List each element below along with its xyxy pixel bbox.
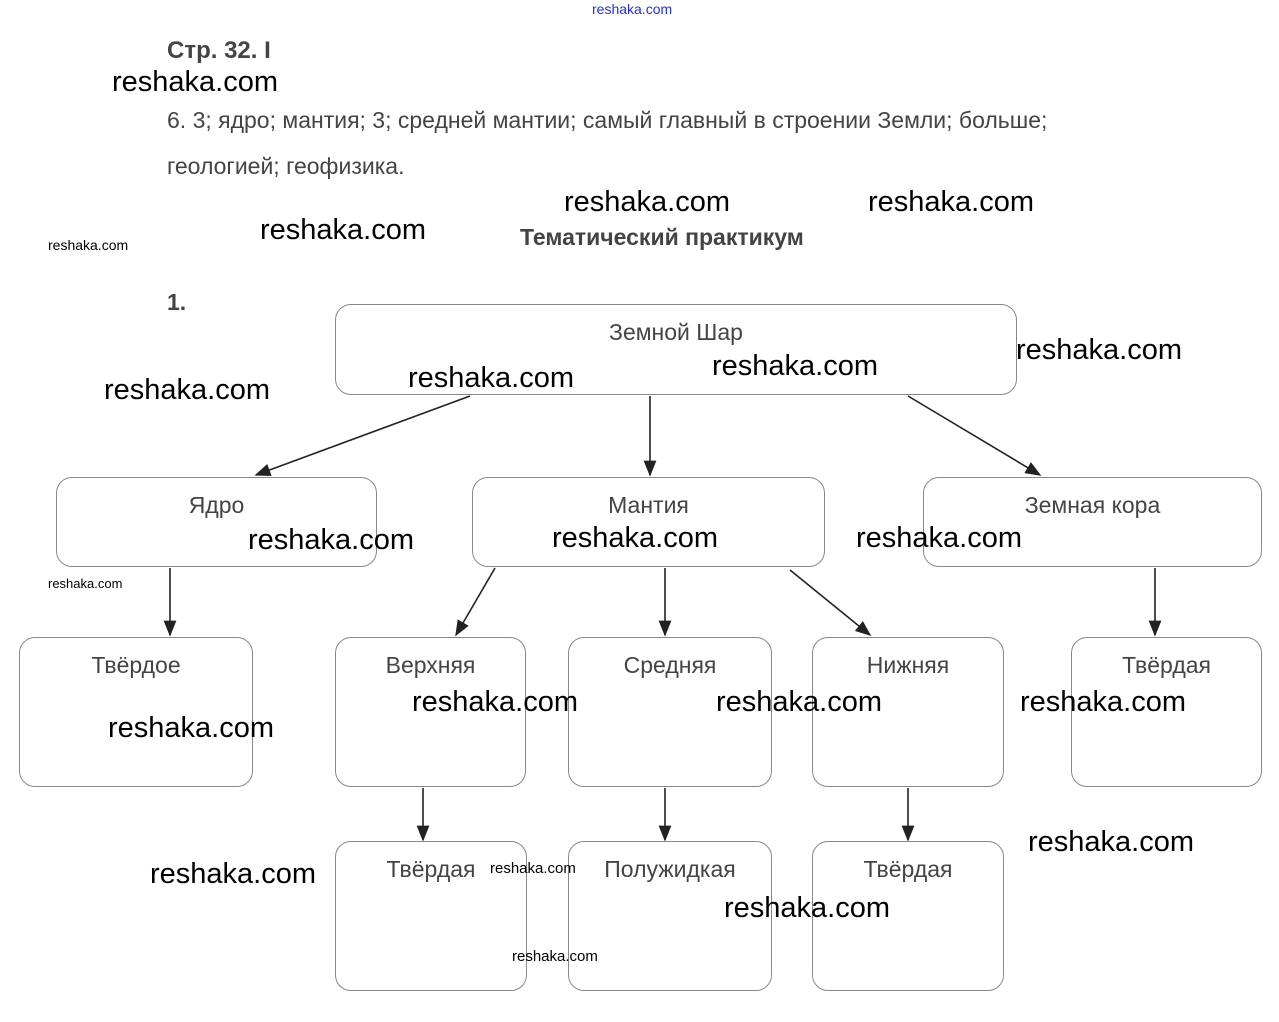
node-label: Полужидкая — [604, 856, 736, 882]
watermark: reshaka.com — [716, 686, 883, 718]
node-label: Земная кора — [1024, 492, 1161, 518]
node-core: Ядро — [56, 477, 377, 567]
watermark: reshaka.com — [856, 522, 1023, 554]
node-label: Нижняя — [866, 652, 950, 678]
node-label: Ядро — [188, 492, 245, 518]
node-label: Твёрдая — [386, 856, 476, 882]
node-mantle: Мантия — [472, 477, 825, 567]
watermark: reshaka.com — [260, 214, 427, 246]
watermark: reshaka.com — [868, 186, 1035, 218]
watermark: reshaka.com — [48, 576, 123, 591]
node-label: Верхняя — [385, 652, 476, 678]
watermark: reshaka.com — [724, 892, 891, 924]
watermark: reshaka.com — [564, 186, 731, 218]
node-upper-state: Твёрдая — [335, 841, 527, 991]
watermark: reshaka.com — [712, 350, 879, 382]
section-title: Тематический практикум — [520, 224, 804, 250]
header-link[interactable]: reshaka.com — [592, 1, 673, 17]
node-crust-state: Твёрдая — [1071, 637, 1262, 787]
watermark: reshaka.com — [412, 686, 579, 718]
watermark: reshaka.com — [512, 948, 598, 965]
watermark: reshaka.com — [112, 66, 279, 98]
node-label: Твёрдое — [91, 652, 181, 678]
node-label: Мантия — [608, 492, 689, 518]
page-ref: Стр. 32. I — [167, 37, 271, 64]
watermark: reshaka.com — [1020, 686, 1187, 718]
node-middle-state: Полужидкая — [568, 841, 772, 991]
node-lower-mantle: Нижняя — [812, 637, 1004, 787]
watermark: reshaka.com — [248, 524, 415, 556]
watermark: reshaka.com — [150, 858, 317, 890]
node-label: Земной Шар — [609, 319, 743, 345]
node-lower-state: Твёрдая — [812, 841, 1004, 991]
node-upper-mantle: Верхняя — [335, 637, 526, 787]
node-label: Твёрдая — [1122, 652, 1211, 678]
watermark: reshaka.com — [552, 522, 719, 554]
node-crust: Земная кора — [923, 477, 1262, 567]
watermark: reshaka.com — [48, 237, 129, 253]
watermark: reshaka.com — [490, 860, 576, 877]
watermark: reshaka.com — [1016, 334, 1183, 366]
answer-line-2: геологией; геофизика. — [167, 153, 405, 179]
watermark: reshaka.com — [104, 374, 271, 406]
watermark: reshaka.com — [1028, 826, 1195, 858]
watermark: reshaka.com — [108, 712, 275, 744]
task-number: 1. — [167, 289, 187, 315]
watermark: reshaka.com — [408, 362, 575, 394]
node-core-state: Твёрдое — [19, 637, 253, 787]
answer-line-1: 6. 3; ядро; мантия; 3; средней мантии; с… — [167, 107, 1048, 133]
node-middle-mantle: Средняя — [568, 637, 772, 787]
node-label: Твёрдая — [863, 856, 953, 882]
node-earth: Земной Шар — [335, 304, 1017, 395]
node-label: Средняя — [623, 652, 717, 678]
